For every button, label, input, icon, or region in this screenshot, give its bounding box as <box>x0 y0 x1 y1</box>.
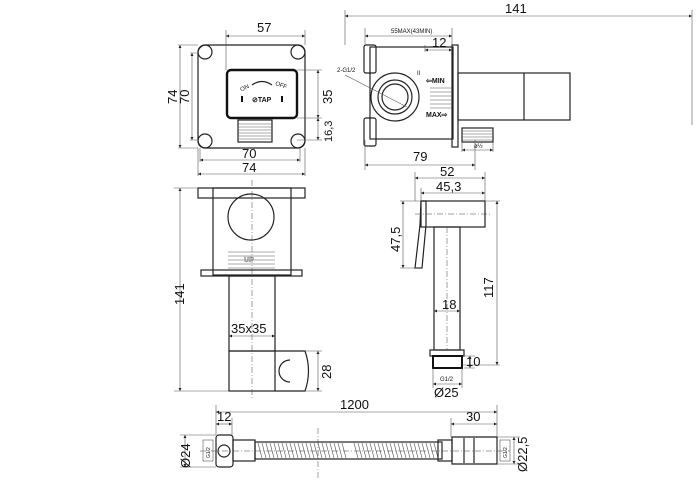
label-g1-2-handset: G1/2 <box>440 377 454 383</box>
dim-70-bottom: 70 <box>242 146 256 161</box>
label-thread-dia: ø½ <box>474 143 483 150</box>
dim-12-hose: 12 <box>217 409 231 424</box>
label-min: ⇦MIN <box>425 78 445 85</box>
label-max: MAX⇨ <box>426 112 448 119</box>
hose-end-fitting <box>451 436 498 465</box>
dim-45-3: 45,3 <box>436 179 461 194</box>
valve-body <box>369 46 454 140</box>
holder-view: UP 141 35x35 28 <box>172 180 334 398</box>
dim-12-side: 12 <box>432 35 446 50</box>
thread-connector <box>237 119 273 143</box>
dim-141-holder: 141 <box>172 283 187 305</box>
dim-dia-24: Ø24 <box>178 443 193 468</box>
label-tap: ⊘TAP <box>252 97 272 104</box>
hose-view: 1200 12 30 Ø24 Ø22,5 G1/2 G1/2 <box>178 397 530 478</box>
handset-view: 52 45,3 47,5 117 18 10 G1/2 Ø25 <box>388 164 500 400</box>
dim-28: 28 <box>319 365 334 379</box>
label-up: UP <box>244 257 254 264</box>
dim-52: 52 <box>440 164 454 179</box>
valve-bar <box>457 72 571 121</box>
dim-55max: 55MAX(43MIN) <box>391 29 432 35</box>
dim-70-left: 70 <box>177 90 192 104</box>
dim-141-side: 141 <box>505 1 527 16</box>
hose-body <box>254 441 443 460</box>
side-thread <box>461 127 494 143</box>
dim-dia-25: Ø25 <box>434 385 459 400</box>
front-view: ON OFF ⊘TAP 57 74 70 35 16,3 70 74 <box>165 20 335 176</box>
dim-16-3: 16,3 <box>323 121 335 142</box>
label-2-g1-2: 2-G1/2 <box>337 68 356 74</box>
dim-1200: 1200 <box>340 397 369 412</box>
handset-lever <box>414 200 427 269</box>
label-g1-2-right: G1/2 <box>503 447 509 458</box>
dim-117: 117 <box>481 277 496 298</box>
side-view: ⇦MIN MAX⇨ II 2-G1/2 141 55MAX(43MIN) 12 … <box>337 1 693 170</box>
dim-79: 79 <box>413 149 427 164</box>
control-panel <box>225 68 299 120</box>
dim-47-5: 47,5 <box>388 227 403 252</box>
dim-35x35: 35x35 <box>231 321 266 336</box>
dim-35: 35 <box>320 90 335 104</box>
label-ii: II <box>417 71 421 77</box>
dim-30: 30 <box>466 409 480 424</box>
label-off: OFF <box>274 81 288 91</box>
dim-74-bottom: 74 <box>242 160 256 175</box>
mounting-plate <box>197 44 306 149</box>
dim-74-left: 74 <box>165 90 180 104</box>
label-on: ON <box>240 84 251 93</box>
dim-57: 57 <box>257 20 271 35</box>
hose-winding <box>257 442 439 459</box>
label-g1-2-left: G1/2 <box>206 447 212 458</box>
dim-18: 18 <box>442 297 456 312</box>
dim-dia-22-5: Ø22,5 <box>515 437 530 472</box>
shower-holder <box>275 350 310 392</box>
dim-10: 10 <box>466 354 480 369</box>
